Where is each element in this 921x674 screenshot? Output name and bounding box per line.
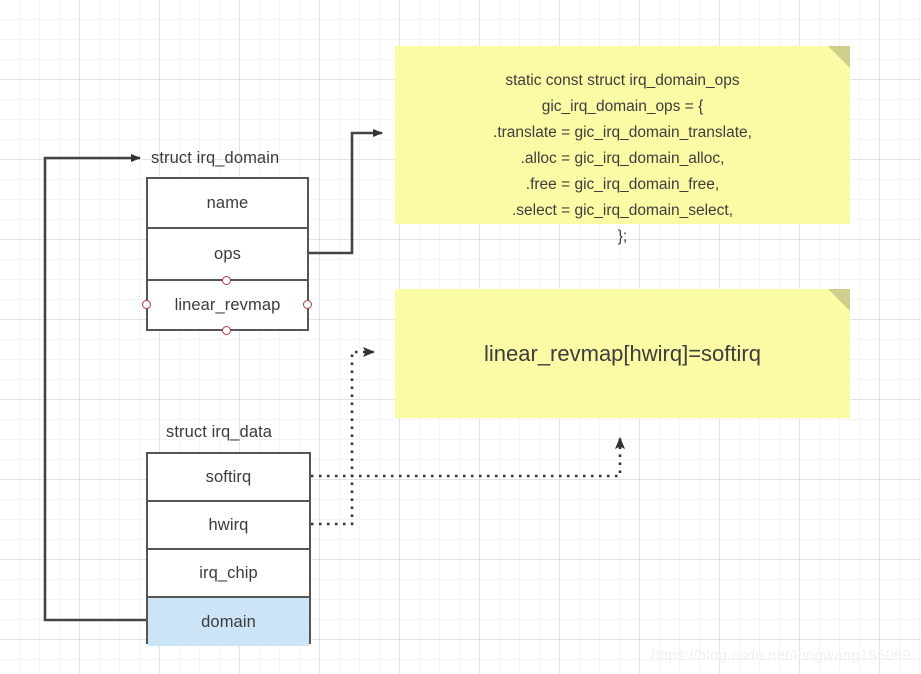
handle-linear-revmap-left[interactable] xyxy=(142,300,151,309)
struct-label-irq-domain: struct irq_domain xyxy=(151,149,280,167)
struct-box-irq-domain[interactable]: name ops linear_revmap xyxy=(146,177,309,331)
struct-row-name[interactable]: name xyxy=(148,179,307,229)
struct-box-irq-data[interactable]: softirq hwirq irq_chip domain xyxy=(146,452,311,646)
note-linear-revmap-text: linear_revmap[hwirq]=softirq xyxy=(484,340,761,366)
note-irq-domain-ops-text: static const struct irq_domain_ops gic_i… xyxy=(493,72,752,245)
struct-row-softirq[interactable]: softirq xyxy=(148,454,309,502)
note-irq-domain-ops[interactable]: static const struct irq_domain_ops gic_i… xyxy=(395,46,850,245)
struct-row-hwirq[interactable]: hwirq xyxy=(148,502,309,550)
watermark-text: https://blog.csdn.net/longwang155069 xyxy=(651,647,911,664)
handle-linear-revmap-top[interactable] xyxy=(222,276,231,285)
connector-softirq-to-note xyxy=(311,437,625,478)
struct-label-irq-data: struct irq_data xyxy=(166,423,273,441)
struct-row-ops[interactable]: ops xyxy=(148,229,307,281)
connector-hwirq-to-note xyxy=(311,347,375,526)
note-fold-corner-icon xyxy=(828,46,850,68)
note-linear-revmap[interactable]: linear_revmap[hwirq]=softirq xyxy=(395,289,850,418)
connector-ops-to-note xyxy=(309,129,383,255)
note-fold-corner-icon xyxy=(828,289,850,311)
struct-row-linear-revmap[interactable]: linear_revmap xyxy=(148,281,307,329)
handle-linear-revmap-bottom[interactable] xyxy=(222,326,231,335)
struct-row-irq-chip[interactable]: irq_chip xyxy=(148,550,309,598)
connector-domain-to-irq-domain xyxy=(43,154,146,622)
struct-row-domain[interactable]: domain xyxy=(148,598,309,646)
handle-linear-revmap-right[interactable] xyxy=(303,300,312,309)
